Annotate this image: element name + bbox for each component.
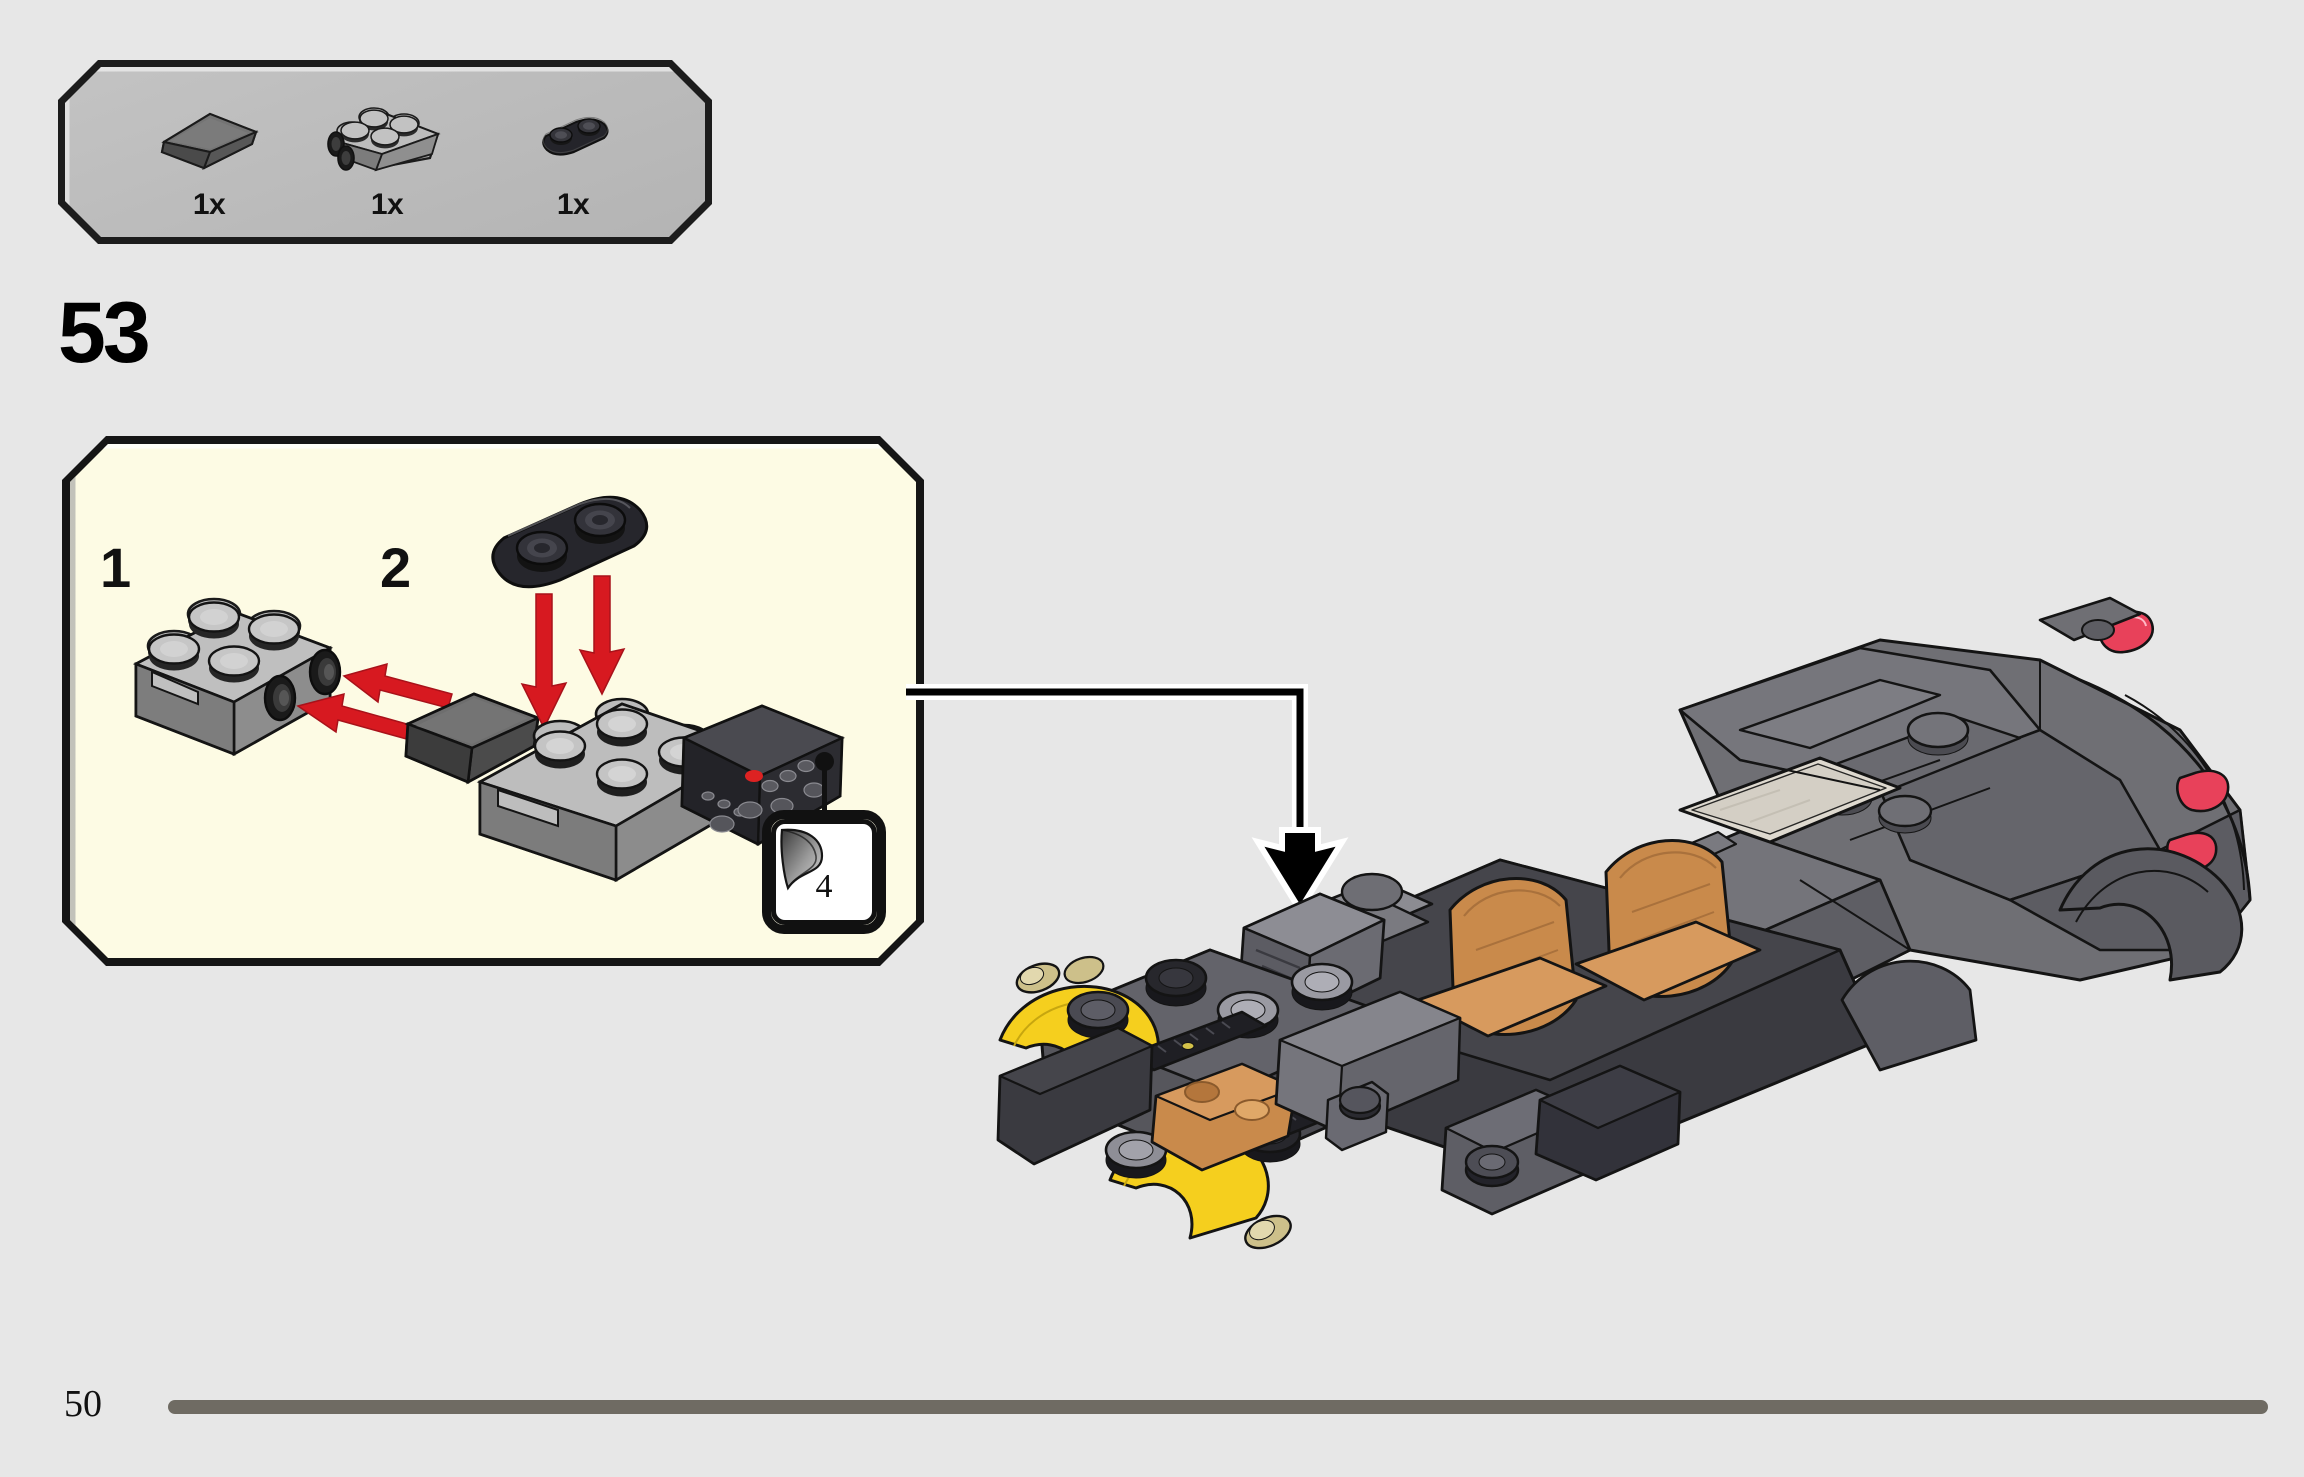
part-count-label: 1x [192,188,226,221]
substep-2-number: 2 [380,536,411,599]
sticker-leader-dot [815,752,834,771]
part-count-label: 1x [556,188,590,221]
sticker-leader-line [822,762,827,814]
plate-2x2-side-studs-icon [312,96,462,182]
sticker-number-label: 4 [815,868,833,905]
sticker-callout-box[interactable]: 4 [762,810,886,934]
part-count-label: 1x [370,188,404,221]
substep-1-number: 1 [100,536,131,599]
part-slot-1: 1x [134,96,284,222]
part-slot-3: 1x [498,96,648,222]
slope-brick-icon [404,692,542,785]
sticker-peel-icon [780,828,868,916]
substep-2-assembly-illustration [476,495,846,883]
callout-arrow-icon [906,684,1349,916]
substep-1-assembly-illustration [132,597,542,785]
page-number: 50 [64,1383,102,1425]
step-number: 53 [58,285,151,381]
car-model-illustration [996,596,2252,1250]
plate-2x2-side-studs-icon [132,597,342,757]
part-slot-2: 1x [312,96,462,222]
parts-inventory-box: 1x [58,60,712,244]
footer-rule [168,1400,2268,1414]
assembly-arrow-icon [520,575,626,730]
substep1-assembly-icon [476,697,846,883]
round-plate-1x2-icon [498,96,648,182]
round-plate-1x2-icon [491,495,649,589]
slope-brick-icon [134,96,284,182]
